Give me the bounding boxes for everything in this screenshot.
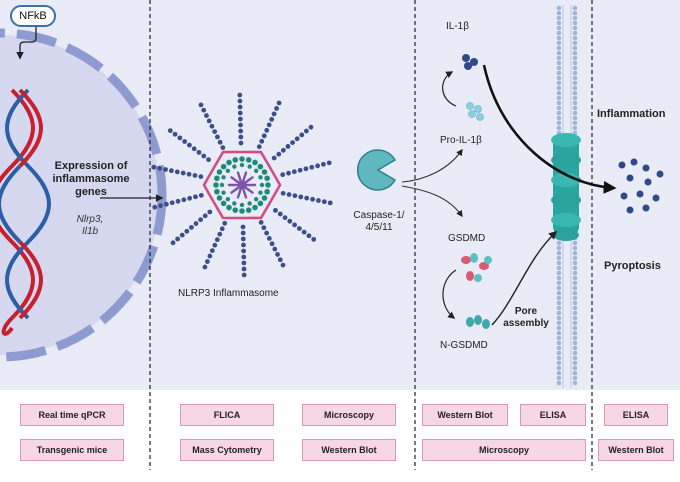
gene-name-nlrp3: Nlrp3,: [76, 214, 104, 225]
expression-title-line-3: genes: [75, 186, 107, 198]
method-elisa-1: ELISA: [520, 404, 586, 426]
il1b-release-arrow: [482, 64, 617, 194]
pro-il1b-cleavage-arrow: [442, 71, 457, 107]
pyroptosis-label: Pyroptosis: [604, 260, 661, 272]
gsdmd-molecule-icon: [461, 253, 492, 282]
caspase-icon: [357, 149, 397, 191]
pro-il1b-molecule-icon: [466, 102, 484, 121]
gene-name-il1b: Il1b: [81, 226, 99, 237]
method-elisa-2: ELISA: [604, 404, 668, 426]
caspase-label-line-1: Caspase-1/: [353, 210, 405, 221]
released-il1b-icon: [618, 158, 664, 214]
inflammation-label: Inflammation: [597, 108, 666, 120]
method-microscopy-1: Microscopy: [302, 404, 396, 426]
method-mass-cytometry: Mass Cytometry: [180, 439, 274, 461]
il1b-molecule-icon: [462, 54, 478, 70]
expression-title-line-1: Expression of: [54, 160, 128, 172]
gene-names: Nlrp3, Il1b: [50, 214, 130, 238]
expression-title-line-2: inflammasome: [52, 173, 130, 185]
pore-assembly-label: Pore assembly: [496, 306, 556, 330]
pore-label-line-2: assembly: [503, 318, 549, 329]
caspase-to-gsdmd-arrow: [401, 185, 463, 218]
gsdmd-label: GSDMD: [448, 233, 486, 244]
expression-title: Expression of inflammasome genes: [36, 160, 146, 199]
method-qpcr: Real time qPCR: [20, 404, 124, 426]
method-microscopy-2: Microscopy: [422, 439, 586, 461]
caspase-label-line-2: 4/5/11: [365, 222, 393, 233]
method-flica: FLICA: [180, 404, 274, 426]
nlrp3-label: NLRP3 Inflammasome: [178, 288, 279, 299]
pro-il1b-label: Pro-IL-1β: [440, 135, 482, 146]
nfkb-label: NFkB: [10, 5, 56, 27]
nlrp3-inflammasome-icon: [151, 92, 333, 278]
pore-label-line-1: Pore: [514, 306, 538, 317]
gsdmd-cleavage-arrow: [442, 269, 457, 319]
il1b-label: IL-1β: [446, 21, 469, 32]
section-dividers: [149, 0, 593, 470]
caspase-label: Caspase-1/ 4/5/11: [342, 210, 416, 234]
caspase-to-il1b-arrow: [401, 148, 463, 183]
method-western-blot-1: Western Blot: [302, 439, 396, 461]
n-gsdmd-molecule-icon: [466, 315, 490, 329]
method-transgenic-mice: Transgenic mice: [20, 439, 124, 461]
method-western-blot-2: Western Blot: [422, 404, 508, 426]
nfkb-arrow: [16, 27, 37, 60]
pore-assembly-arrow: [491, 230, 558, 326]
method-western-blot-3: Western Blot: [598, 439, 674, 461]
n-gsdmd-label: N-GSDMD: [440, 340, 488, 351]
gsdmd-pore-icon: [551, 133, 581, 241]
dna-helix-icon: [0, 88, 51, 336]
